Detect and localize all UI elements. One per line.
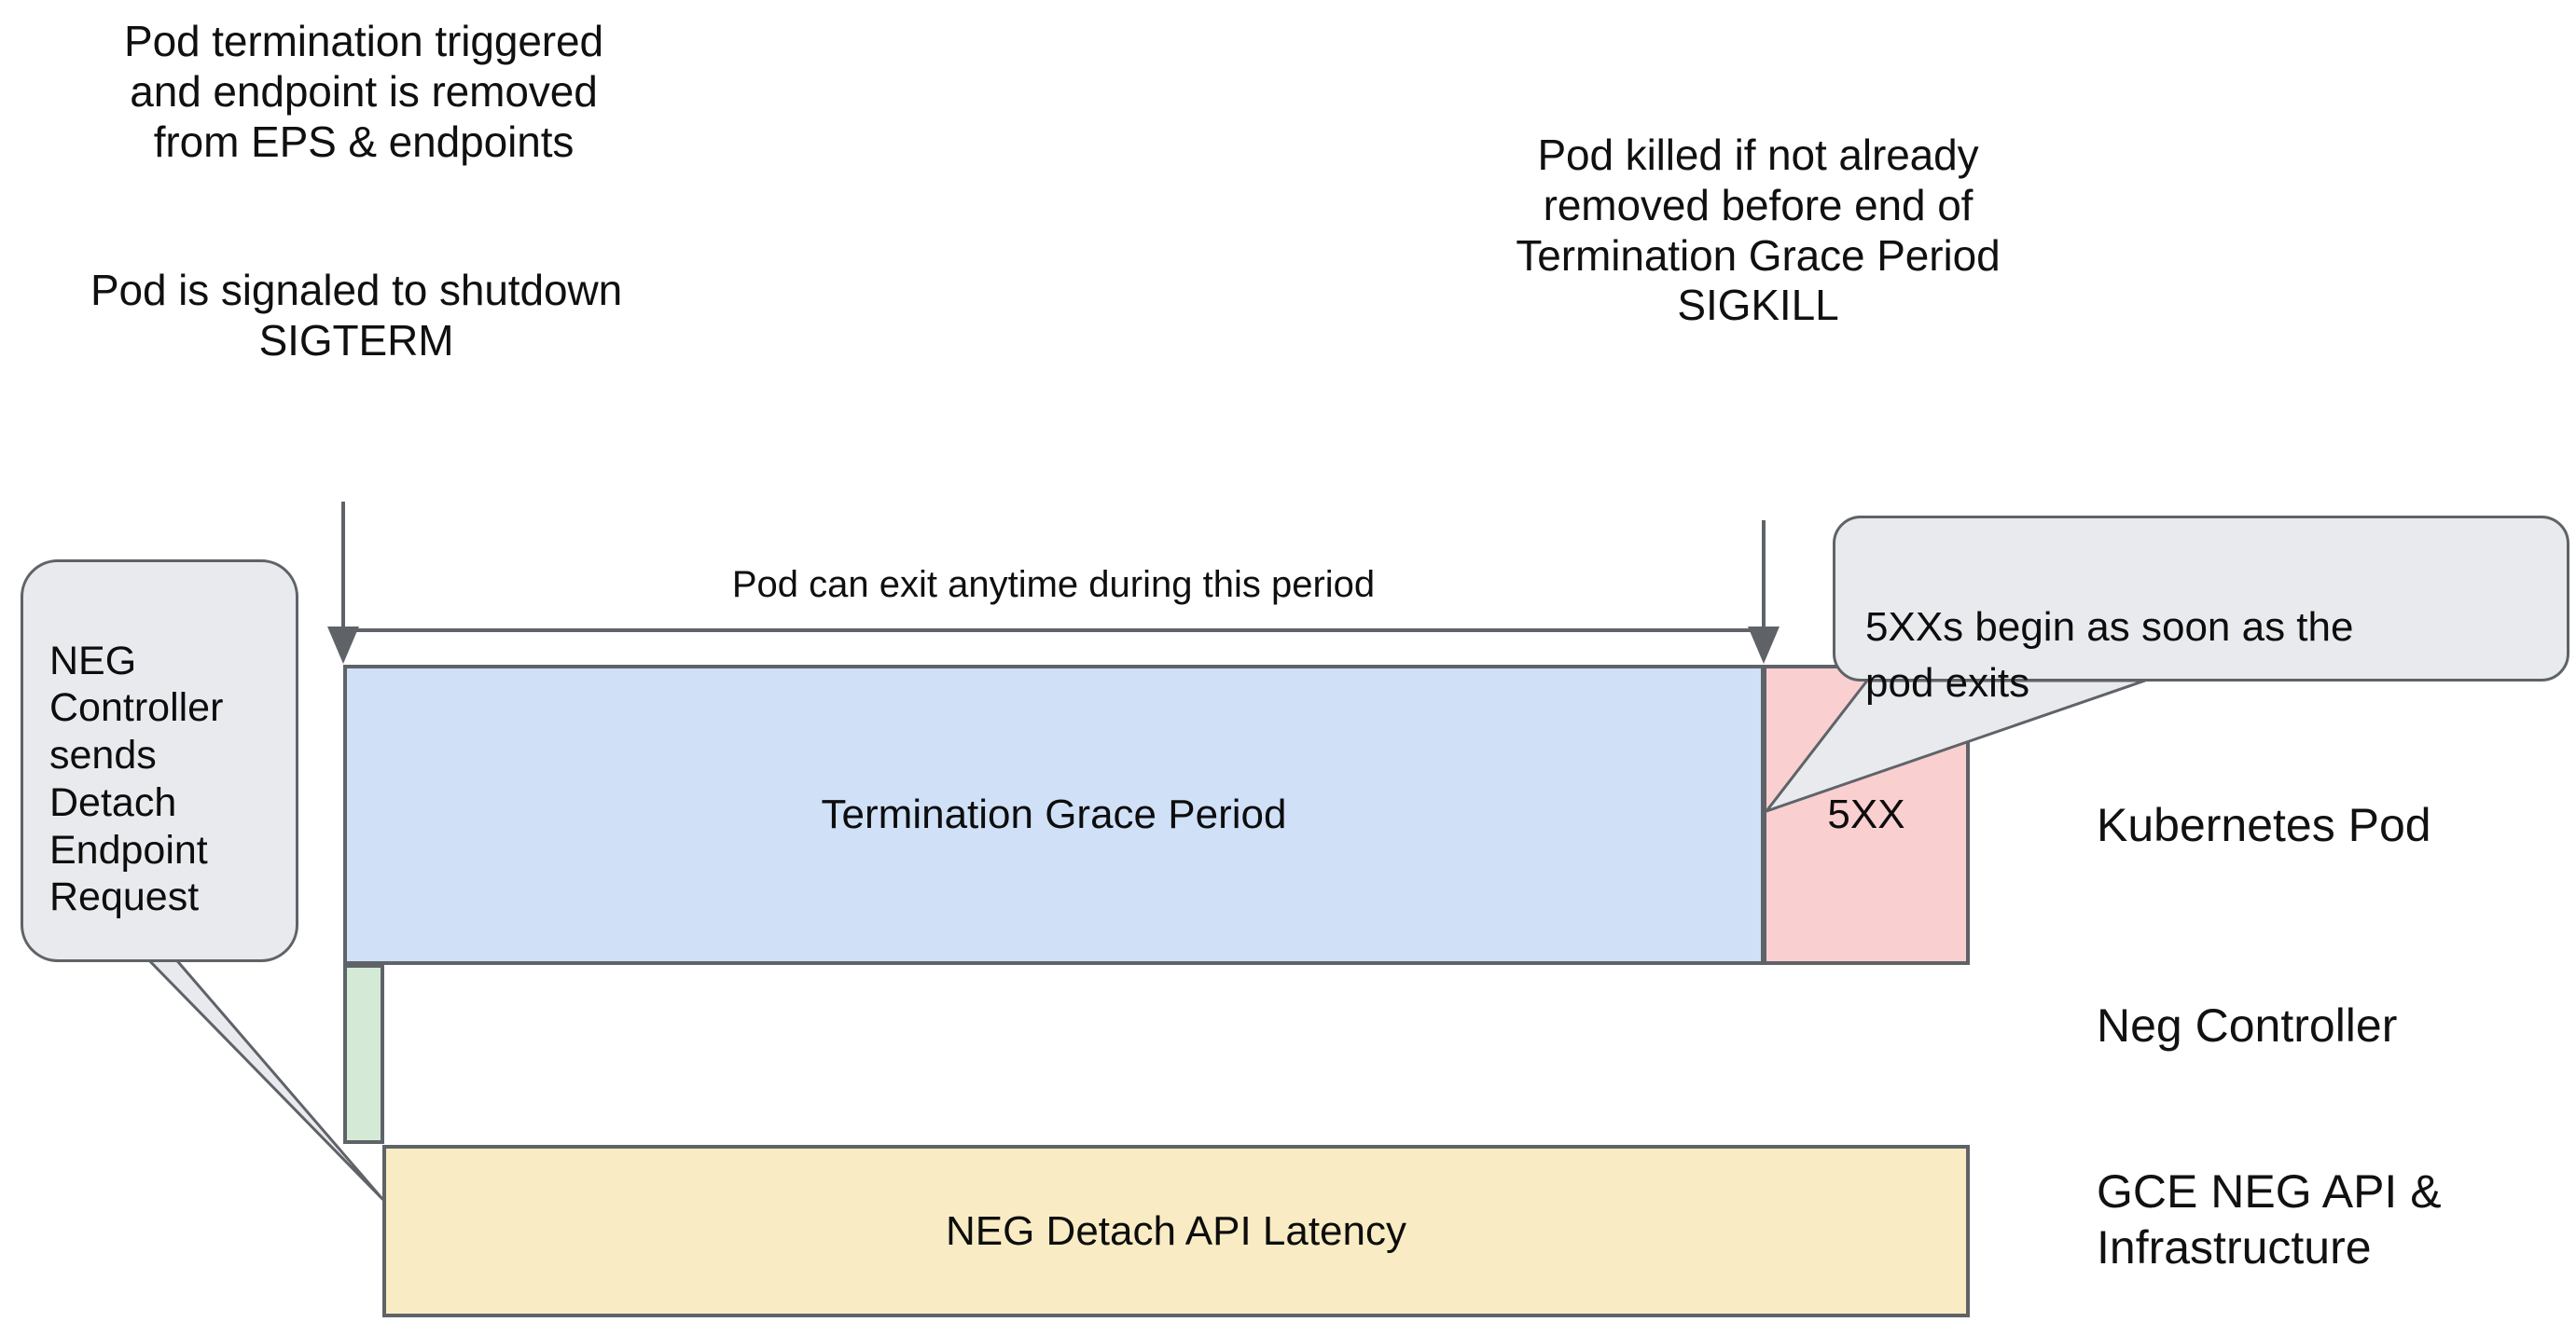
bar-label-five-xx: 5XX [1827, 792, 1905, 837]
span-label-pod-can-exit: Pod can exit anytime during this period [731, 564, 1376, 605]
sigkill-arrowhead-icon [1748, 627, 1780, 664]
annotation-pod-killed-sigkill: Pod killed if not already removed before… [1516, 131, 2001, 330]
lane-label-kubernetes-pod: Kubernetes Pod [2097, 799, 2431, 851]
lane-label-gce-neg-api: GCE NEG API & Infrastructure [2097, 1165, 2442, 1274]
bar-neg-controller-work [343, 965, 384, 1144]
bar-label-neg-detach-api-latency: NEG Detach API Latency [945, 1207, 1407, 1254]
bar-termination-grace-period: Termination Grace Period [343, 665, 1764, 965]
annotation-pod-signaled-shutdown: Pod is signaled to shutdown SIGTERM [90, 266, 623, 365]
neg-controller-callout: NEG Controller sends Detach Endpoint Req… [21, 559, 298, 962]
sigterm-marker-line [341, 502, 345, 641]
sigterm-arrowhead-icon [327, 627, 359, 664]
sigkill-marker-line [1762, 520, 1766, 641]
annotation-pod-termination-triggered: Pod termination triggered and endpoint i… [123, 17, 603, 166]
lane-label-neg-controller: Neg Controller [2097, 999, 2398, 1052]
neg-controller-callout-text: NEG Controller sends Detach Endpoint Req… [49, 638, 224, 920]
span-line [343, 628, 1764, 632]
bar-neg-detach-api-latency: NEG Detach API Latency [382, 1145, 1970, 1317]
bar-label-termination-grace-period: Termination Grace Period [821, 792, 1287, 837]
five-xx-callout-text: 5XXs begin as soon as the pod exits [1865, 603, 2354, 707]
five-xx-callout: 5XXs begin as soon as the pod exits [1833, 516, 2569, 706]
